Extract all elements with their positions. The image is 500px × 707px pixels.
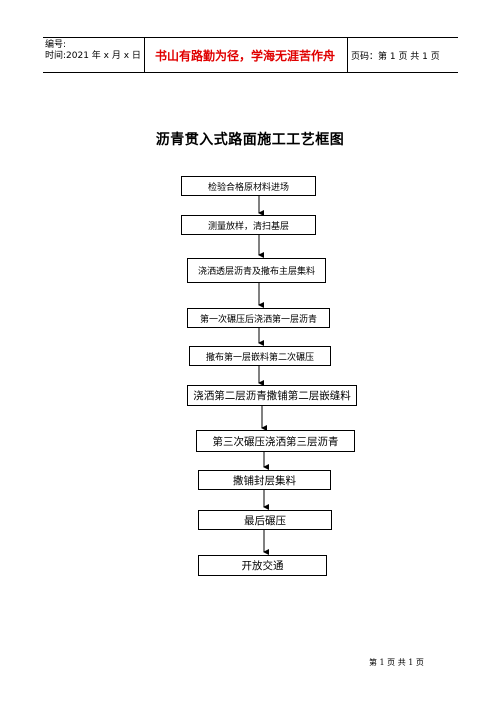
step-box-5: 撒布第一层嵌料第二次碾压: [189, 346, 331, 366]
document-header: 编号: 时间:2021 年 x 月 x 日 书山有路勤为径，学海无涯苦作舟 页码…: [43, 37, 458, 73]
header-info: 编号: 时间:2021 年 x 月 x 日: [43, 38, 144, 72]
step-box-9: 最后碾压: [198, 510, 332, 530]
step-box-7: 第三次碾压浇洒第三层沥青: [196, 430, 355, 452]
step-box-4: 第一次碾压后浇洒第一层沥青: [187, 308, 330, 328]
page-title: 沥青贯入式路面施工工艺框图: [155, 132, 345, 148]
step-box-8: 撒铺封层集料: [198, 470, 331, 490]
step-box-2: 测量放样，清扫基层: [181, 215, 316, 235]
header-page-number: 页码：第 1 页 共 1 页: [351, 51, 440, 62]
step-box-3: 浇洒透层沥青及撒布主层集料: [187, 258, 326, 283]
page-footer: 第 1 页 共 1 页: [369, 658, 424, 667]
header-motto: 书山有路勤为径，学海无涯苦作舟: [154, 48, 335, 63]
header-divider-right: [347, 38, 348, 72]
time-label: 时间:2021 年 x 月 x 日: [45, 51, 141, 61]
step-box-10: 开放交通: [198, 555, 327, 576]
step-box-6: 浇洒第二层沥青撒铺第二层嵌缝料: [187, 385, 357, 406]
header-divider-left: [144, 38, 145, 72]
number-label: 编号:: [45, 40, 67, 50]
step-box-1: 检验合格原材料进场: [181, 176, 316, 196]
